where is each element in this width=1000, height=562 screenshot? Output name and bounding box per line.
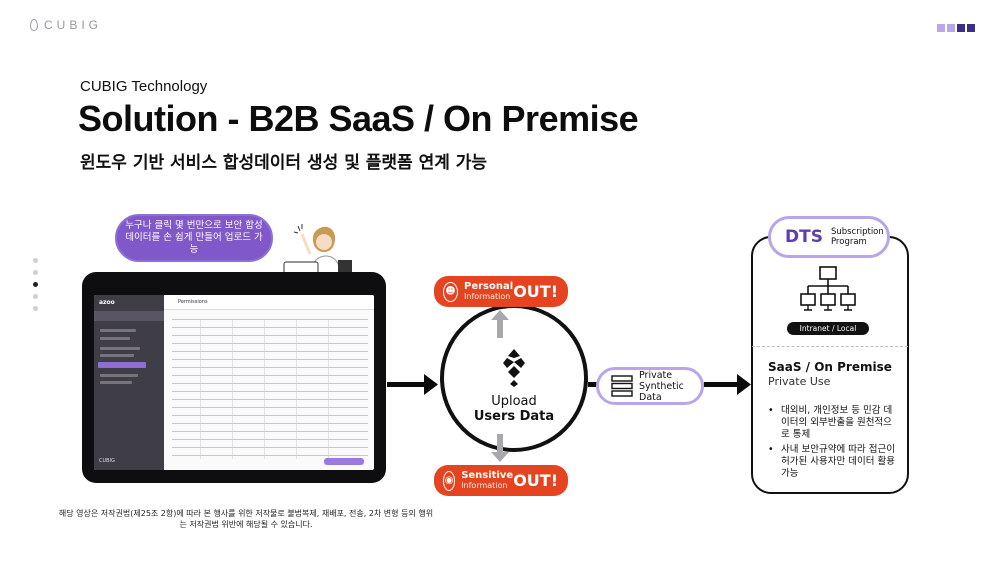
dts-badge: DTS Subscription Program [768,216,890,258]
cubig-logo: CUBIG [30,18,102,32]
dts-bullet-text: 사내 보안규약에 따라 접근이 허가된 사용자만 데이터 활용 가능 [781,444,895,479]
app-topbar: Permissions [164,295,374,310]
arrow-to-upload [387,382,427,387]
eyebrow: CUBIG Technology [80,78,208,95]
private-use-label: Private Use [768,375,831,388]
server-stack-icon [611,375,633,397]
private-synthetic-data-pill: Private Synthetic Data [596,367,704,405]
app-sidebar: azoo CUBIG [94,295,164,470]
app-header: Permissions [178,299,208,305]
sensitive-line1: Sensitive [461,470,514,481]
cubig-logo-icon [30,19,38,31]
page-title: Solution - B2B SaaS / On Premise [78,98,639,139]
page-indicator [937,24,975,32]
arrow-to-dts [704,382,740,387]
arrowhead-right-icon [737,374,751,395]
dts-divider [752,346,908,347]
shield-person-icon: ☻ [443,281,459,302]
copyright-disclaimer: 해당 영상은 저작권법(제25조 2항)에 따라 본 행사를 위한 저작물로 불… [58,509,434,529]
page-subtitle: 윈도우 기반 서비스 합성데이터 생성 및 플랫폼 연계 가능 [80,153,488,173]
personal-out: OUT! [513,282,558,301]
upload-diamond-icon [503,349,525,387]
personal-line1: Personal [464,281,514,292]
arrow-connector [588,382,598,387]
speech-bubble-text: 누구나 클릭 몇 번만으로 보안 합성데이터를 손 쉽게 만들어 업로드 가능 [125,220,263,255]
logo-text: CUBIG [44,18,103,32]
dts-subscription: Subscription Program [830,227,884,247]
dts-bullet-text: 대외비, 개인정보 등 민감 데이터의 외부반출을 원천적으로 통제 [781,405,893,440]
arrow-down-icon [491,434,509,462]
app-footer: CUBIG [99,458,115,464]
saas-title: SaaS / On Premise [768,360,892,374]
intranet-label: Intranet / Local [787,322,869,335]
app-primary-button[interactable] [324,458,364,465]
app-screen: azoo CUBIG Permissions [94,295,374,470]
personal-info-out-pill: ☻ Personal Information OUT! [434,276,568,307]
network-computers-icon [800,266,856,311]
upload-label: Upload [491,394,537,409]
arrow-up-icon [491,310,509,338]
browser-lock-icon: ◉ [443,470,456,491]
dts-label: DTS [785,227,823,247]
sensitive-out: OUT! [513,471,558,490]
dts-bullet-1: •대외비, 개인정보 등 민감 데이터의 외부반출을 원천적으로 통제 [768,405,898,441]
users-data-label: Users Data [473,409,555,424]
arrowhead-right-icon [424,374,438,395]
sensitive-info-out-pill: ◉ Sensitive Information OUT! [434,465,568,496]
dts-bullet-2: •사내 보안규약에 따라 접근이 허가된 사용자만 데이터 활용 가능 [768,444,898,480]
slide-nav-dots[interactable] [33,258,38,311]
speech-bubble: 누구나 클릭 몇 번만으로 보안 합성데이터를 손 쉽게 만들어 업로드 가능 [115,214,273,262]
app-logo: azoo [99,299,115,306]
sensitive-line2: Information [461,481,508,490]
data-table [172,319,368,459]
private-synthetic-text: Private Synthetic Data [639,369,684,403]
personal-line2: Information [464,292,511,301]
